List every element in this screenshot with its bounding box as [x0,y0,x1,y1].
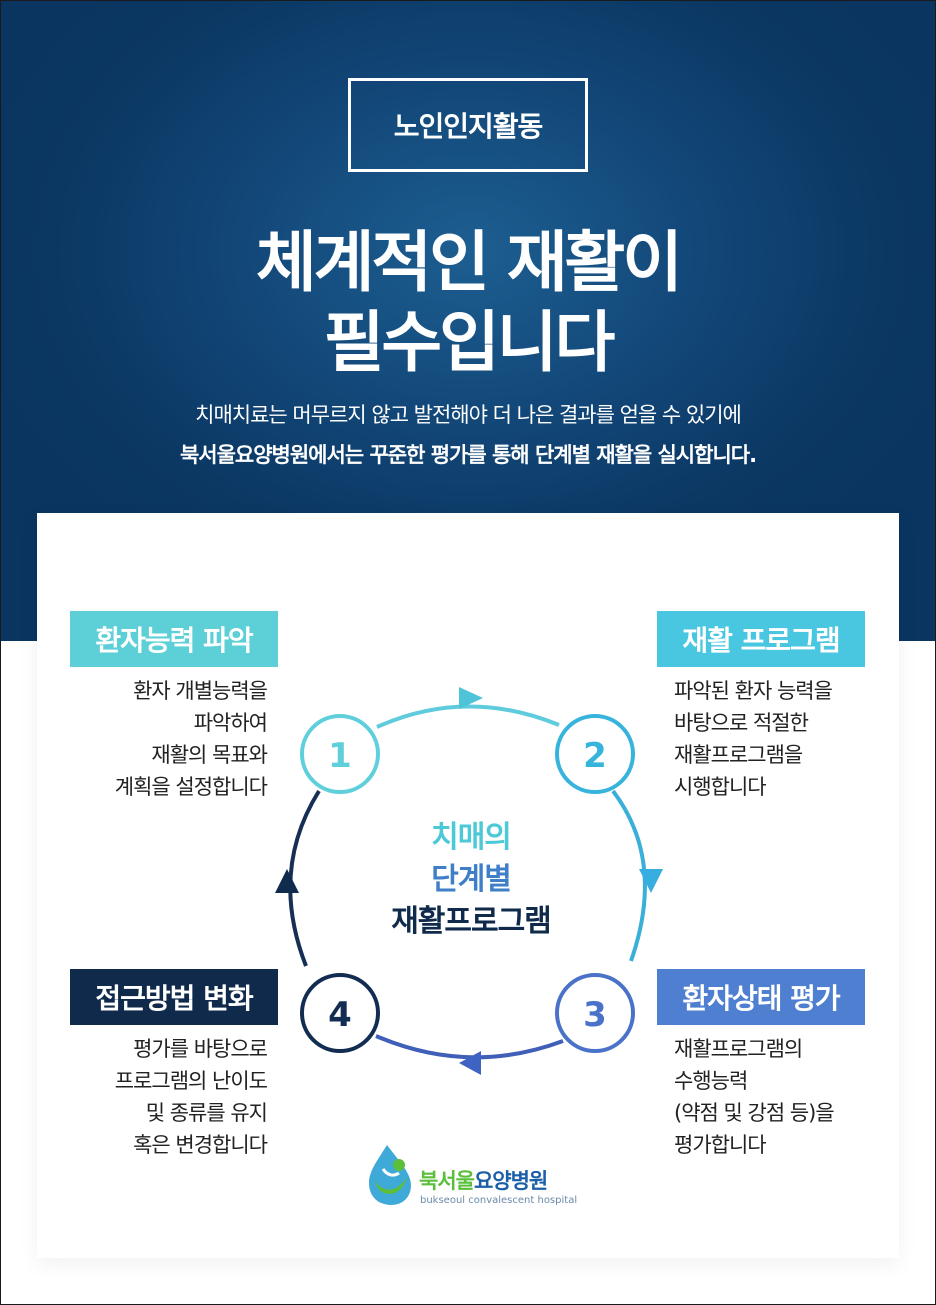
cycle-center-title: 치매의 단계별 재활프로그램 [321,817,621,943]
arrow-down-icon [639,869,663,893]
arrow-up-icon [275,869,299,893]
arc-4-1 [288,789,321,967]
step-3-desc-line: 평가합니다 [674,1133,767,1157]
arc-3-4 [375,1034,564,1060]
logo-name-part-2: 요양병원 [473,1169,548,1193]
logo-name: 북서울요양병원 [419,1165,548,1195]
hospital-logo: 북서울요양병원 bukseoul convalescent hospital [363,1139,583,1219]
step-2-title: 재활 프로그램 [657,611,865,667]
step-1-number: 1 [328,736,352,776]
step-3-description: 재활프로그램의 수행능력 (약점 및 강점 등)을 평가합니다 [674,1033,884,1161]
arrow-left-icon [459,1051,481,1075]
step-4-desc-line: 및 종류를 유지 [145,1101,268,1125]
step-2-desc-line: 시행합니다 [674,775,767,799]
step-1-desc-line: 환자 개별능력을 [133,679,268,703]
center-line-2: 단계별 [431,862,512,897]
arrow-right-icon [459,687,483,709]
step-1-description: 환자 개별능력을 파악하여 재활의 목표와 계획을 설정합니다 [61,675,268,803]
step-4-description: 평가를 바탕으로 프로그램의 난이도 및 종류를 유지 혹은 변경합니다 [61,1033,268,1161]
step-2-number: 2 [583,736,607,776]
step-4-desc-line: 프로그램의 난이도 [114,1069,268,1093]
step-1-desc-line: 계획을 설정합니다 [114,775,268,799]
step-3-desc-line: 재활프로그램의 [674,1037,803,1061]
step-4-desc-line: 평가를 바탕으로 [133,1037,268,1061]
arc-2-3 [611,789,647,962]
step-3-title: 환자상태 평가 [657,969,865,1025]
step-3-desc-line: 수행능력 [674,1069,748,1093]
headline-line-2: 필수입니다 [323,304,616,381]
step-2-desc-line: 파악된 환자 능력을 [674,679,833,703]
step-1-desc-line: 파악하여 [193,711,268,735]
center-line-3: 재활프로그램 [391,904,552,939]
step-4-circle: 4 [300,973,380,1053]
step-3-circle: 3 [555,973,635,1053]
category-tag: 노인인지활동 [348,78,588,172]
center-line-1: 치매의 [431,820,512,855]
step-1-desc-line: 재활의 목표와 [151,743,268,767]
step-3-number: 3 [583,995,607,1035]
step-2-desc-line: 재활프로그램을 [674,743,803,767]
logo-english-name: bukseoul convalescent hospital [420,1195,578,1206]
step-4-desc-line: 혹은 변경합니다 [133,1133,268,1157]
subtitle-line-1: 치매치료는 머무르지 않고 발전해야 더 나은 결과를 얻을 수 있기에 [195,403,742,427]
subtitle-line-2: 북서울요양병원에서는 꾸준한 평가를 통해 단계별 재활을 실시합니다. [179,443,757,467]
step-2-desc-line: 바탕으로 적절한 [674,711,809,735]
step-4-number: 4 [328,995,352,1035]
logo-name-part-1: 북서울 [419,1169,475,1193]
arc-1-2 [376,704,560,729]
headline-line-1: 체계적인 재활이 [255,224,683,301]
step-4-title: 접근방법 변화 [70,969,278,1025]
step-1-circle: 1 [300,714,380,794]
step-2-description: 파악된 환자 능력을 바탕으로 적절한 재활프로그램을 시행합니다 [674,675,884,803]
step-1-title: 환자능력 파악 [70,611,278,667]
water-drop-person-icon [369,1145,411,1205]
step-3-desc-line: (약점 및 강점 등)을 [674,1101,835,1125]
step-2-circle: 2 [555,714,635,794]
